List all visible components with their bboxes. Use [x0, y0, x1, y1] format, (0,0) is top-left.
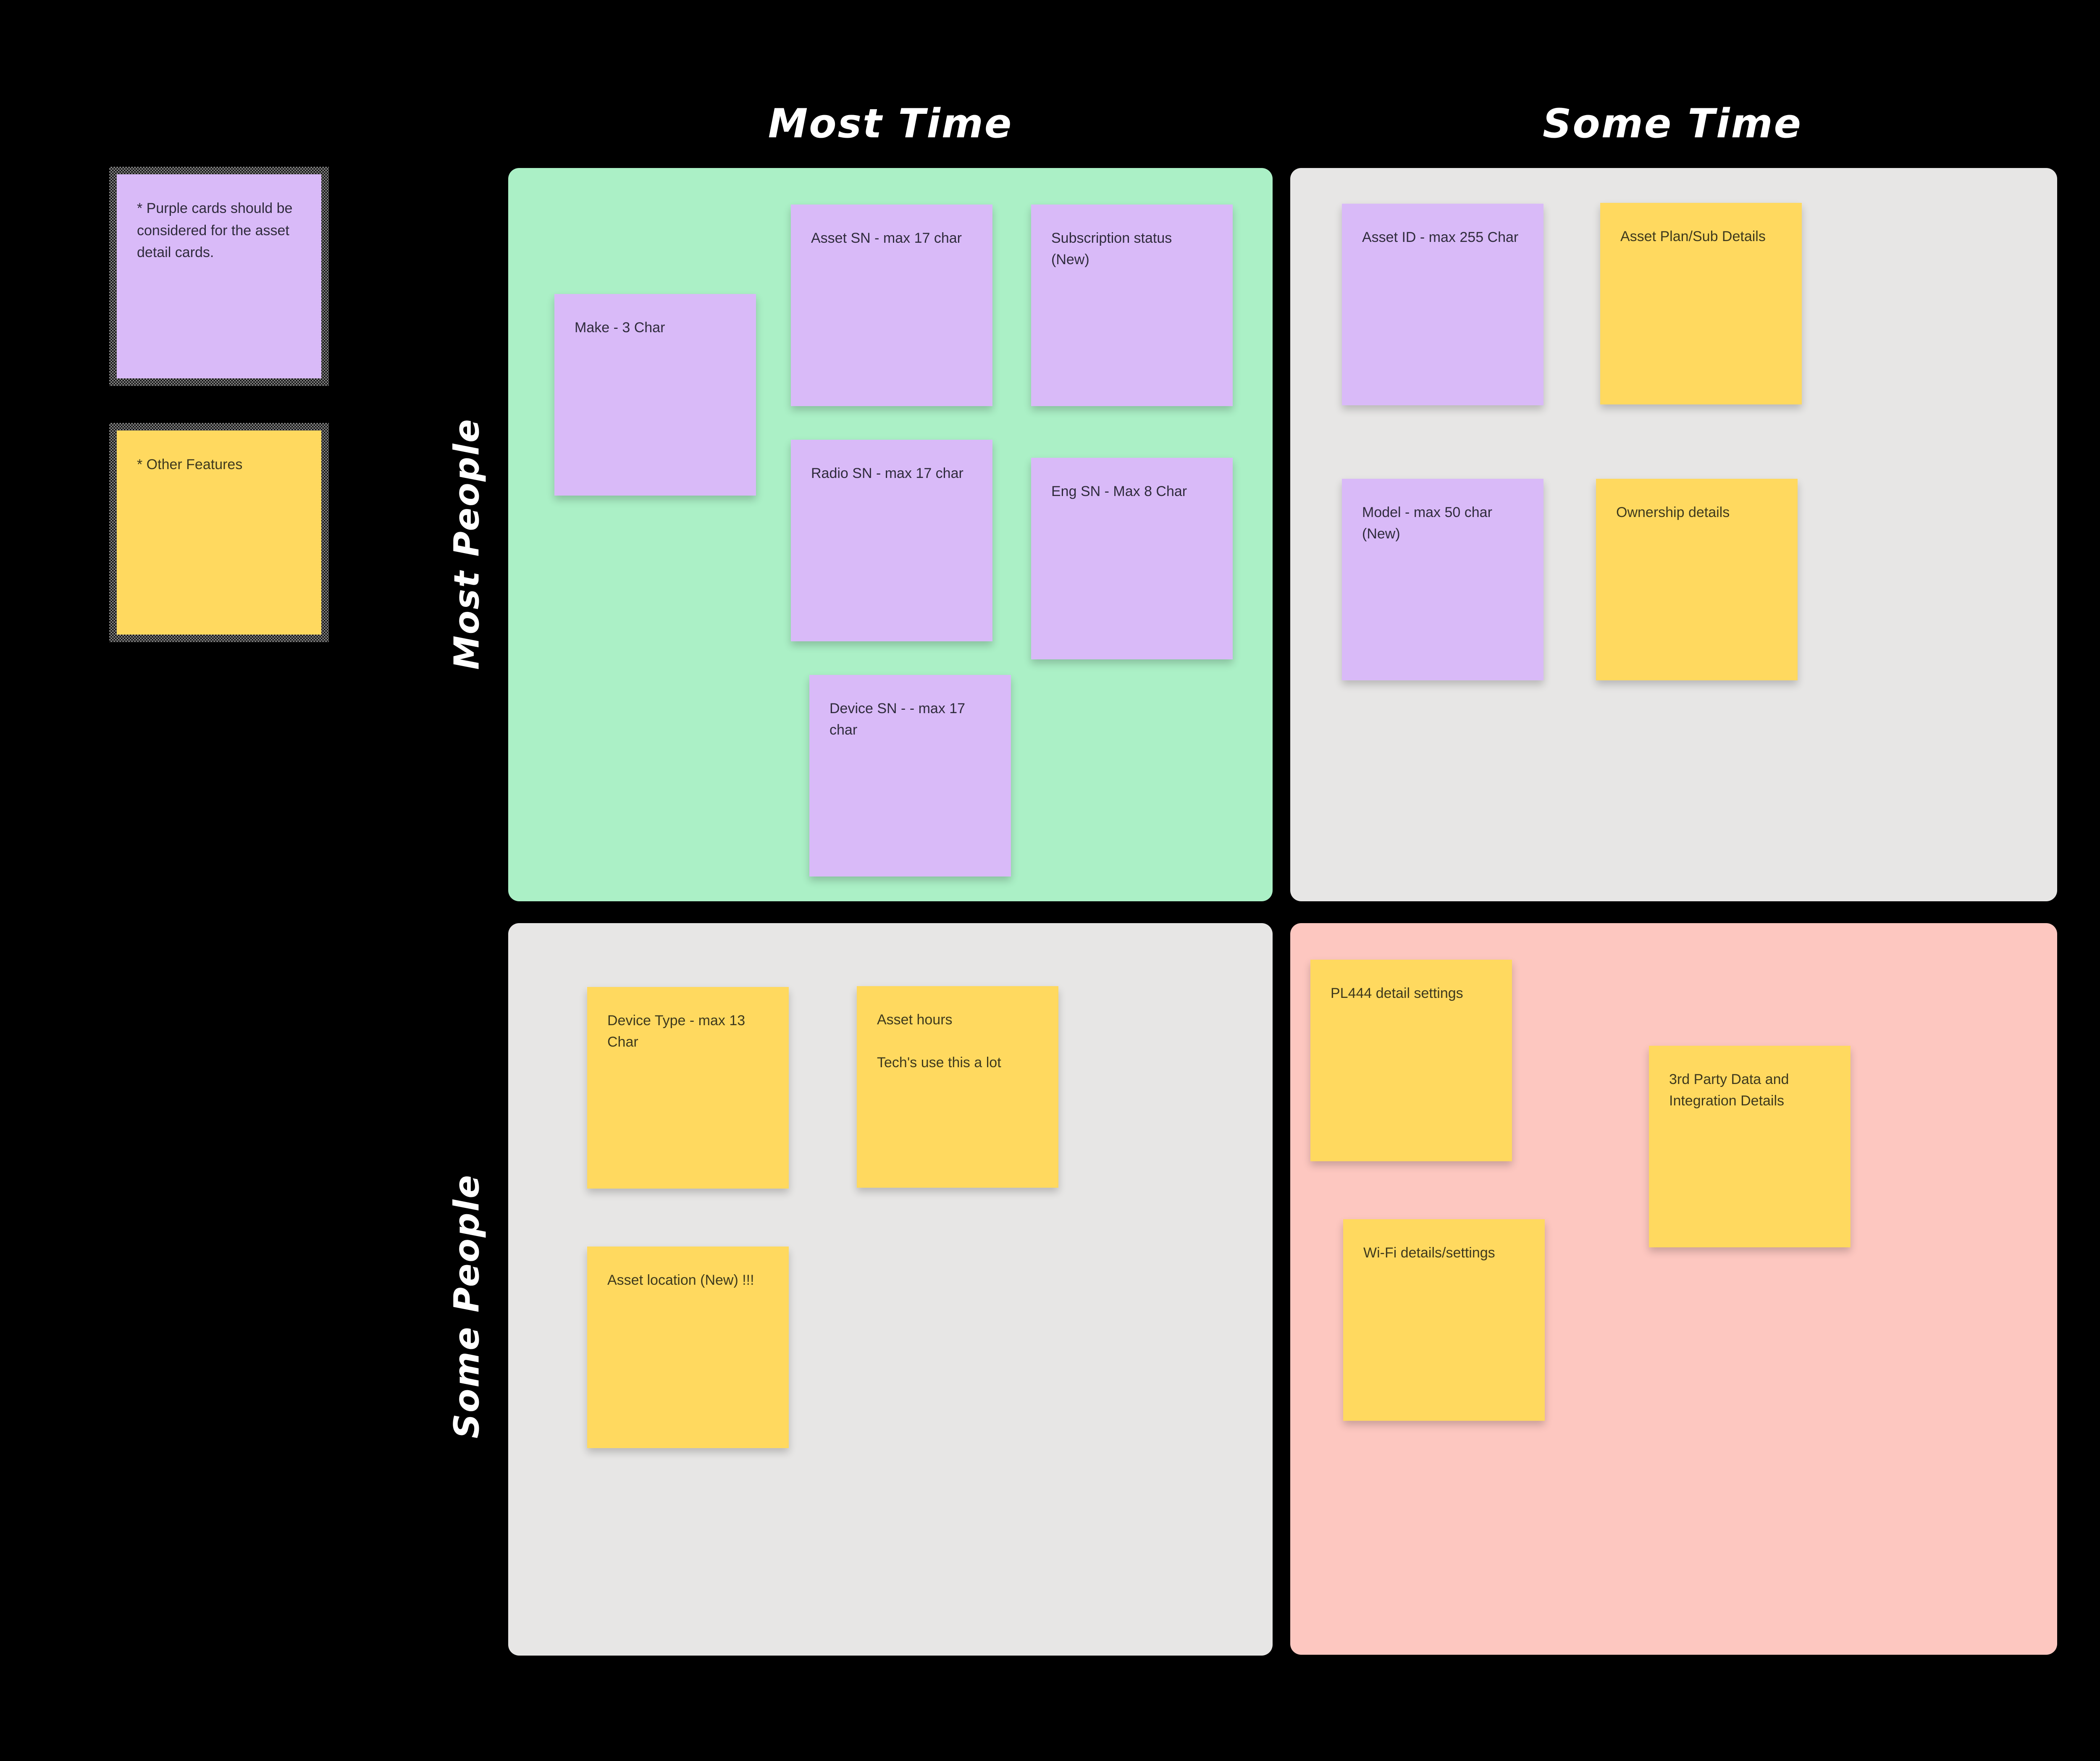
legend-note-frame-yellow: * Other Features [109, 423, 329, 642]
sticky-note-asset-sn[interactable]: Asset SN - max 17 char [791, 205, 992, 406]
legend-note-other-features[interactable]: * Other Features [117, 430, 321, 635]
column-header-some-time[interactable]: Some Time [1543, 101, 1802, 147]
sticky-note-subscription-status[interactable]: Subscription status (New) [1031, 205, 1233, 406]
sticky-note-asset-hours[interactable]: Asset hours Tech's use this a lot [857, 986, 1058, 1188]
row-label-most-people[interactable]: Most People [447, 418, 487, 670]
legend-note-frame-purple: * Purple cards should be considered for … [109, 167, 329, 386]
sticky-note-device-sn[interactable]: Device SN - - max 17 char [809, 675, 1011, 877]
sticky-note-make[interactable]: Make - 3 Char [554, 294, 756, 496]
sticky-note-model[interactable]: Model - max 50 char (New) [1342, 479, 1544, 680]
sticky-note-eng-sn[interactable]: Eng SN - Max 8 Char [1031, 458, 1233, 659]
sticky-note-ownership[interactable]: Ownership details [1596, 479, 1798, 680]
sticky-note-asset-location[interactable]: Asset location (New) !!! [587, 1247, 789, 1448]
sticky-note-wifi[interactable]: Wi-Fi details/settings [1343, 1219, 1545, 1421]
column-header-most-time[interactable]: Most Time [768, 101, 1013, 147]
sticky-note-third-party[interactable]: 3rd Party Data and Integration Details [1649, 1046, 1851, 1247]
sticky-note-asset-plan[interactable]: Asset Plan/Sub Details [1600, 203, 1802, 404]
legend-note-purple-cards[interactable]: * Purple cards should be considered for … [117, 174, 321, 378]
sticky-note-device-type[interactable]: Device Type - max 13 Char [587, 987, 789, 1189]
sticky-note-asset-id[interactable]: Asset ID - max 255 Char [1342, 204, 1544, 405]
sticky-note-radio-sn[interactable]: Radio SN - max 17 char [791, 440, 992, 641]
sticky-note-pl444-settings[interactable]: PL444 detail settings [1310, 960, 1512, 1161]
row-label-some-people[interactable]: Some People [447, 1173, 487, 1439]
